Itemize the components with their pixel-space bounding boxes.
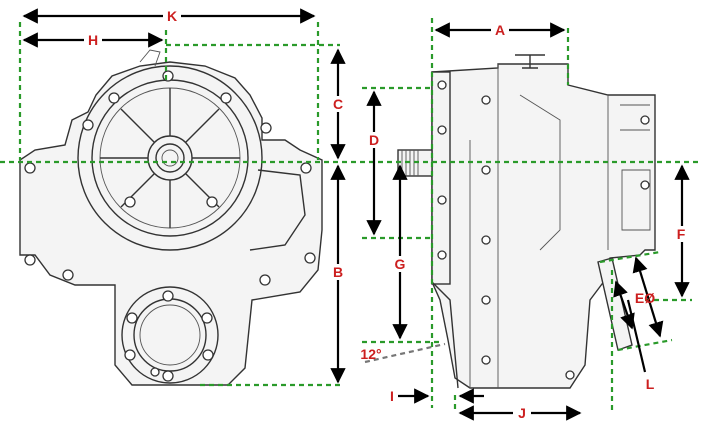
label-l: L bbox=[646, 376, 655, 392]
label-angle: 12° bbox=[360, 346, 381, 362]
output-flange bbox=[597, 257, 633, 351]
front-view bbox=[19, 49, 323, 386]
label-d: D bbox=[369, 132, 379, 148]
angle-reference-line bbox=[364, 342, 446, 364]
label-h: H bbox=[88, 32, 98, 48]
dimension-l-leader bbox=[626, 299, 647, 373]
label-f: F bbox=[677, 226, 686, 242]
lower-port-flange bbox=[121, 286, 219, 384]
label-i: I bbox=[390, 388, 394, 404]
side-flange-plate bbox=[431, 71, 451, 285]
front-hub bbox=[147, 135, 193, 181]
label-k: K bbox=[167, 8, 177, 24]
label-e-diameter: EØ bbox=[635, 290, 655, 306]
lower-port bbox=[133, 298, 207, 372]
label-j: J bbox=[518, 405, 526, 421]
label-c: C bbox=[333, 96, 343, 112]
dimension-labels: K H C B A D G I J F EØ L 12° bbox=[84, 8, 690, 421]
top-handle bbox=[515, 54, 545, 69]
guide-lines bbox=[0, 18, 700, 412]
label-b: B bbox=[333, 264, 343, 280]
bottom-flange bbox=[431, 281, 459, 389]
front-spokes bbox=[100, 88, 240, 228]
side-view bbox=[397, 54, 656, 389]
breather-fitting bbox=[139, 49, 161, 67]
dimension-e-arrow bbox=[632, 256, 664, 338]
side-cover bbox=[249, 169, 306, 251]
side-bolts bbox=[437, 80, 650, 380]
front-flange-ring bbox=[77, 65, 263, 251]
label-a: A bbox=[495, 22, 505, 38]
label-g: G bbox=[395, 256, 406, 272]
